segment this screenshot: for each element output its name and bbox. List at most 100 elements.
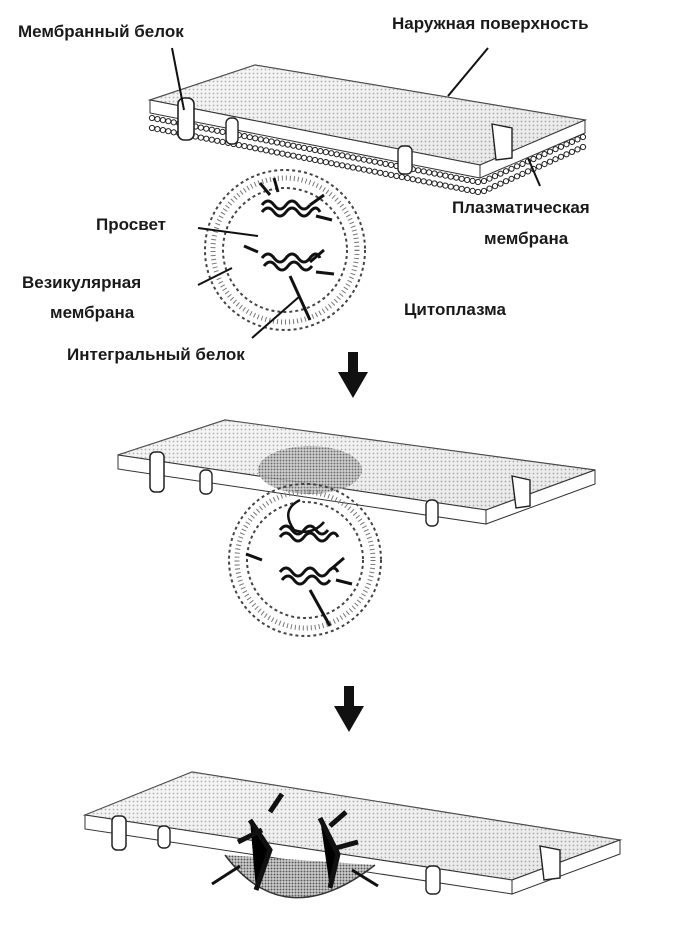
lipid-head	[442, 182, 449, 189]
lipid-head	[552, 156, 559, 163]
lipid-head	[339, 162, 346, 169]
lipid-head	[241, 133, 248, 140]
lipid-head	[148, 124, 156, 132]
label-plasma-membrane-line2: мембрана	[484, 229, 569, 248]
lipid-head	[203, 135, 210, 142]
lipid-head	[409, 176, 416, 183]
lipid-head	[530, 155, 537, 163]
stage-1-plasma-membrane	[147, 64, 588, 196]
stage-1-vesicle	[204, 169, 366, 331]
lipid-head	[284, 141, 291, 148]
lipid-head	[235, 142, 242, 149]
lipid-head	[382, 170, 389, 177]
lipid-head	[349, 164, 357, 171]
lipid-head	[442, 172, 449, 179]
lipid-head	[311, 156, 319, 164]
lipid-head	[513, 163, 521, 170]
lipid-head	[524, 168, 532, 175]
lipid-head	[241, 143, 248, 150]
lipid-head	[246, 144, 253, 151]
lipid-head	[398, 174, 405, 181]
lipid-head	[563, 151, 570, 158]
lipid-head	[535, 163, 543, 170]
lipid-head	[306, 155, 313, 162]
label-outer-surface: Наружная поверхность	[392, 14, 589, 33]
lipid-head	[333, 161, 340, 168]
lipid-head	[301, 154, 308, 161]
lipid-head	[415, 167, 422, 174]
lipid-head	[333, 151, 340, 158]
lipid-head	[317, 158, 324, 165]
lipid-head	[464, 176, 471, 183]
arrow-down-icon	[338, 352, 368, 398]
lipid-head	[563, 141, 570, 148]
lipid-head	[290, 142, 297, 149]
lipid-head	[371, 168, 378, 175]
lipid-head	[382, 160, 389, 167]
lipid-head	[415, 177, 422, 184]
lipid-head	[279, 150, 286, 157]
lipid-head	[306, 145, 313, 152]
lipid-head	[214, 137, 221, 144]
lipid-head	[197, 124, 204, 131]
lipid-head	[366, 157, 373, 164]
lipid-head	[301, 144, 308, 151]
arrow-down-icon	[334, 686, 364, 732]
lipid-head	[203, 125, 210, 132]
lipid-head	[317, 148, 324, 155]
lipid-head	[436, 171, 444, 178]
label-membrane-protein: Мембранный белок	[18, 22, 184, 41]
lipid-head	[295, 153, 302, 160]
lipid-head	[502, 168, 510, 175]
stage-3-exocytosis	[82, 771, 623, 899]
label-vesicular-membrane-line2: мембрана	[50, 303, 135, 322]
lipid-head	[360, 156, 367, 163]
lipid-head	[170, 129, 177, 136]
lipid-head	[535, 153, 543, 160]
lipid-head	[393, 172, 400, 180]
integral-protein-icon	[243, 177, 335, 321]
lipid-head	[290, 152, 297, 159]
membrane-protein-icon	[177, 97, 513, 175]
lipid-head	[360, 166, 367, 173]
lipid-head	[273, 139, 281, 146]
lipid-head	[431, 170, 438, 177]
vesicle-lumen	[229, 194, 341, 306]
lipid-head	[165, 128, 172, 135]
lipid-head	[552, 146, 559, 153]
label-plasma-membrane-line1: Плазматическая	[452, 198, 590, 217]
lipid-head	[574, 136, 581, 143]
lipid-head	[469, 177, 476, 184]
lipid-head	[388, 161, 395, 168]
lipid-head	[214, 127, 221, 134]
lipid-head	[458, 185, 465, 192]
leader-lines	[171, 47, 541, 339]
lipid-head	[339, 152, 346, 159]
lipid-head	[377, 169, 384, 176]
lipid-head	[371, 158, 378, 165]
lipid-head	[257, 136, 264, 143]
vesicle-outer-layer	[204, 169, 366, 331]
lipid-head	[246, 134, 253, 141]
lipid-head	[508, 175, 515, 182]
label-integral-protein: Интегральный белок	[67, 345, 245, 364]
lipid-head	[273, 149, 281, 156]
lipid-head	[453, 184, 460, 191]
lipid-head	[159, 117, 166, 124]
label-lumen: Просвет	[96, 215, 166, 234]
lipid-head	[197, 134, 204, 141]
lipid-head	[491, 183, 499, 190]
lipid-head	[486, 185, 493, 192]
lipid-head	[541, 151, 548, 158]
lipid-head	[219, 128, 226, 135]
lipid-head	[502, 178, 510, 185]
lipid-head	[366, 167, 373, 174]
lipid-head	[355, 165, 362, 172]
lipid-head	[436, 181, 444, 188]
lipid-head	[541, 161, 548, 168]
lipid-head	[268, 138, 275, 145]
lipid-head	[497, 180, 504, 187]
lipid-head	[579, 133, 587, 141]
lipid-head	[513, 173, 521, 180]
